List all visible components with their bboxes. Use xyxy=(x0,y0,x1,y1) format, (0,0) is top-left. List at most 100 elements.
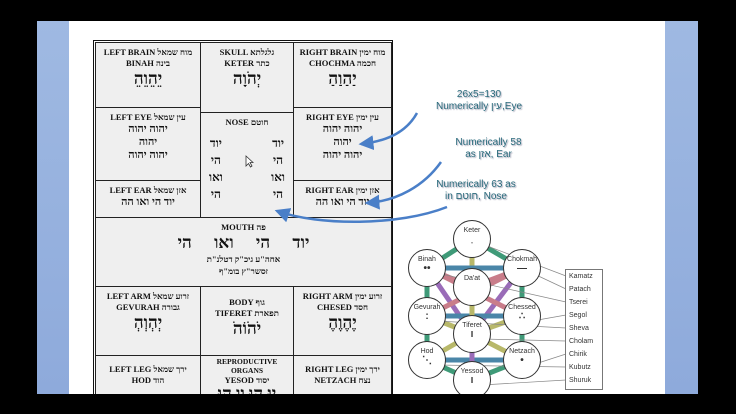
sefirah-node: Hod⋱ xyxy=(408,341,446,379)
sefirah-node: Binah•• xyxy=(408,249,446,287)
label: LEFT LEG ירך שמאל xyxy=(109,364,187,374)
letter: ואו xyxy=(209,170,223,184)
sefirah-node: Chokmah— xyxy=(503,249,541,287)
line: יהוה xyxy=(333,136,352,148)
divine-name: יְהְוְהְ xyxy=(133,313,163,332)
cell-left-brain: LEFT BRAIN מוח שמאל BINAH בינה יֵהֵוֵהֵ xyxy=(95,42,201,108)
note-line: Numerically עין,Eye xyxy=(435,101,523,112)
note-eye: 26x5=130 Numerically עין,Eye xyxy=(424,89,534,113)
sefirah-node: Gevurah: xyxy=(408,297,446,335)
label: SKULL גלגלתא xyxy=(219,47,275,57)
leader-line xyxy=(481,379,567,386)
sub: TIFERET תפארת xyxy=(215,308,279,318)
vowel-glyph: ⋱ xyxy=(422,355,432,366)
letter: הי xyxy=(273,187,284,201)
label: RIGHT EYE עין ימין xyxy=(306,112,379,122)
note-line: in חוטם, Nose xyxy=(445,191,507,202)
label: MOUTH פה xyxy=(221,222,266,232)
label: RIGHT BRAIN מוח ימין xyxy=(299,47,386,57)
sub: CHESED חסד xyxy=(316,302,369,312)
mouse-cursor-icon xyxy=(245,155,254,168)
letter: הי xyxy=(210,153,221,167)
vowel-glyph: — xyxy=(517,263,527,274)
sub: BINAH בינה xyxy=(126,58,170,68)
line: יהוה יהוה xyxy=(128,149,168,161)
line: אחה"ע גיכ"ק דטלנ"ת xyxy=(206,254,281,264)
sefirah-node: Keterָ xyxy=(453,220,491,258)
label: LEFT EYE עין שמאל xyxy=(110,112,186,122)
divine-name: יוּ הוּ וו הוּ xyxy=(217,384,277,394)
nose-column-left: יוד הי ואו הי xyxy=(209,135,223,203)
sub: YESOD יסוד xyxy=(224,375,270,385)
sub: NETZACH נצח xyxy=(314,375,371,385)
note-line: Numerically 63 as xyxy=(436,179,516,190)
vowel-label: Kubutz xyxy=(569,364,591,371)
line: יוד הי ואו הה xyxy=(121,196,175,208)
vowel-label: Patach xyxy=(569,286,591,293)
label: RIGHT EAR אזן ימין xyxy=(305,185,380,195)
vowel-glyph: ו xyxy=(470,329,474,340)
sefirah-name: Chokmah xyxy=(507,256,537,263)
cell-body: BODY גוף TIFERET תפארת יֹהֹוֹהֹ xyxy=(200,286,294,356)
cell-left-arm: LEFT ARM זרוע שמאל GEVURAH גבורה יְהְוְה… xyxy=(95,286,201,356)
letter: יוד xyxy=(209,136,222,150)
letter: יוד xyxy=(272,136,285,150)
vowel-label: Kamatz xyxy=(569,273,593,280)
cell-right-eye: RIGHT EYE עין ימין יהוה יהוה יהוה יהוה י… xyxy=(293,107,392,181)
vowel-glyph: ָ xyxy=(454,234,490,246)
letter: ואו xyxy=(271,170,285,184)
label: RIGHT ARM זרוע ימין xyxy=(302,291,383,301)
sefirah-name: Keter xyxy=(463,227,481,234)
annotation-arrows xyxy=(274,112,448,223)
note-line: as אזן, Ear xyxy=(465,149,512,160)
label: RIGHT LEG ירך ימין xyxy=(305,364,380,374)
sefirah-name: Hod xyxy=(420,348,434,355)
vowel-glyph: ו xyxy=(470,375,474,386)
vowel-label: Segol xyxy=(569,312,587,319)
slide: LEFT BRAIN מוח שמאל BINAH בינה יֵהֵוֵהֵ … xyxy=(69,21,665,394)
cell-right-arm: RIGHT ARM זרוע ימין CHESED חסד יֶהֶוֶהֶ xyxy=(293,286,392,356)
sefirah-node: Da'at xyxy=(453,268,491,306)
cell-left-leg: LEFT LEG ירך שמאל HOD הוד xyxy=(95,355,201,394)
sefirah-node: Netzach• xyxy=(503,341,541,379)
sefirah-name: Netzach xyxy=(509,348,535,355)
line: זסשר"ץ בומ"ף xyxy=(218,266,269,276)
vowel-glyph: ∴ xyxy=(518,311,526,322)
sefirah-name: Tiferet xyxy=(462,322,482,329)
vowel-label: Sheva xyxy=(569,325,589,332)
divine-name: יַהַוַהַ xyxy=(328,69,357,88)
cell-right-leg: RIGHT LEG ירך ימין NETZACH נצח xyxy=(293,355,392,394)
vowel-label: Chirik xyxy=(569,351,587,358)
sefirah-name: Gevurah xyxy=(413,304,441,311)
line: יהוה יהוה xyxy=(322,149,363,161)
divine-name: יְהֹוָה xyxy=(232,69,262,88)
cell-mouth: MOUTH פה יוד הי ואו הי אחה"ע גיכ"ק דטלנ"… xyxy=(95,217,392,287)
right-blue-panel xyxy=(665,21,698,394)
vowel-glyph: •• xyxy=(423,263,431,274)
vowel-label: Cholam xyxy=(569,338,594,345)
sefirah-name: Yessod xyxy=(460,368,484,375)
arrow-nose xyxy=(274,205,448,223)
label: BODY גוף xyxy=(229,297,265,307)
divine-name: יֶהֶוֶהֶ xyxy=(328,313,357,332)
vowel-label: Shuruk xyxy=(569,377,592,384)
cell-left-eye: LEFT EYE עין שמאל יהוה יהוה יהוה יהוה יה… xyxy=(95,107,201,181)
divine-name: יוד הי ואו הי xyxy=(177,233,310,252)
line: יהוה יהוה xyxy=(128,123,168,135)
vowel-glyph: : xyxy=(425,311,429,322)
note-ear: Numerically 58 as אזן, Ear xyxy=(446,137,531,161)
cell-right-brain: RIGHT BRAIN מוח ימין CHOCHMA חכמה יַהַוַ… xyxy=(293,42,392,108)
line: יהוה xyxy=(138,136,158,148)
divine-name: יֵהֵוֵהֵ xyxy=(133,69,163,88)
line: יוד הי ואו הה xyxy=(315,196,370,208)
label: LEFT BRAIN מוח שמאל xyxy=(103,47,193,57)
letter: הי xyxy=(210,187,221,201)
vowel-glyph: • xyxy=(520,355,524,366)
letter: הי xyxy=(273,153,284,167)
sub: KETER כתר xyxy=(224,58,270,68)
label: REPRODUCTIVE ORGANS xyxy=(216,357,278,375)
label: LEFT ARM זרוע שמאל xyxy=(106,291,190,301)
sub: HOD הוד xyxy=(131,375,165,385)
